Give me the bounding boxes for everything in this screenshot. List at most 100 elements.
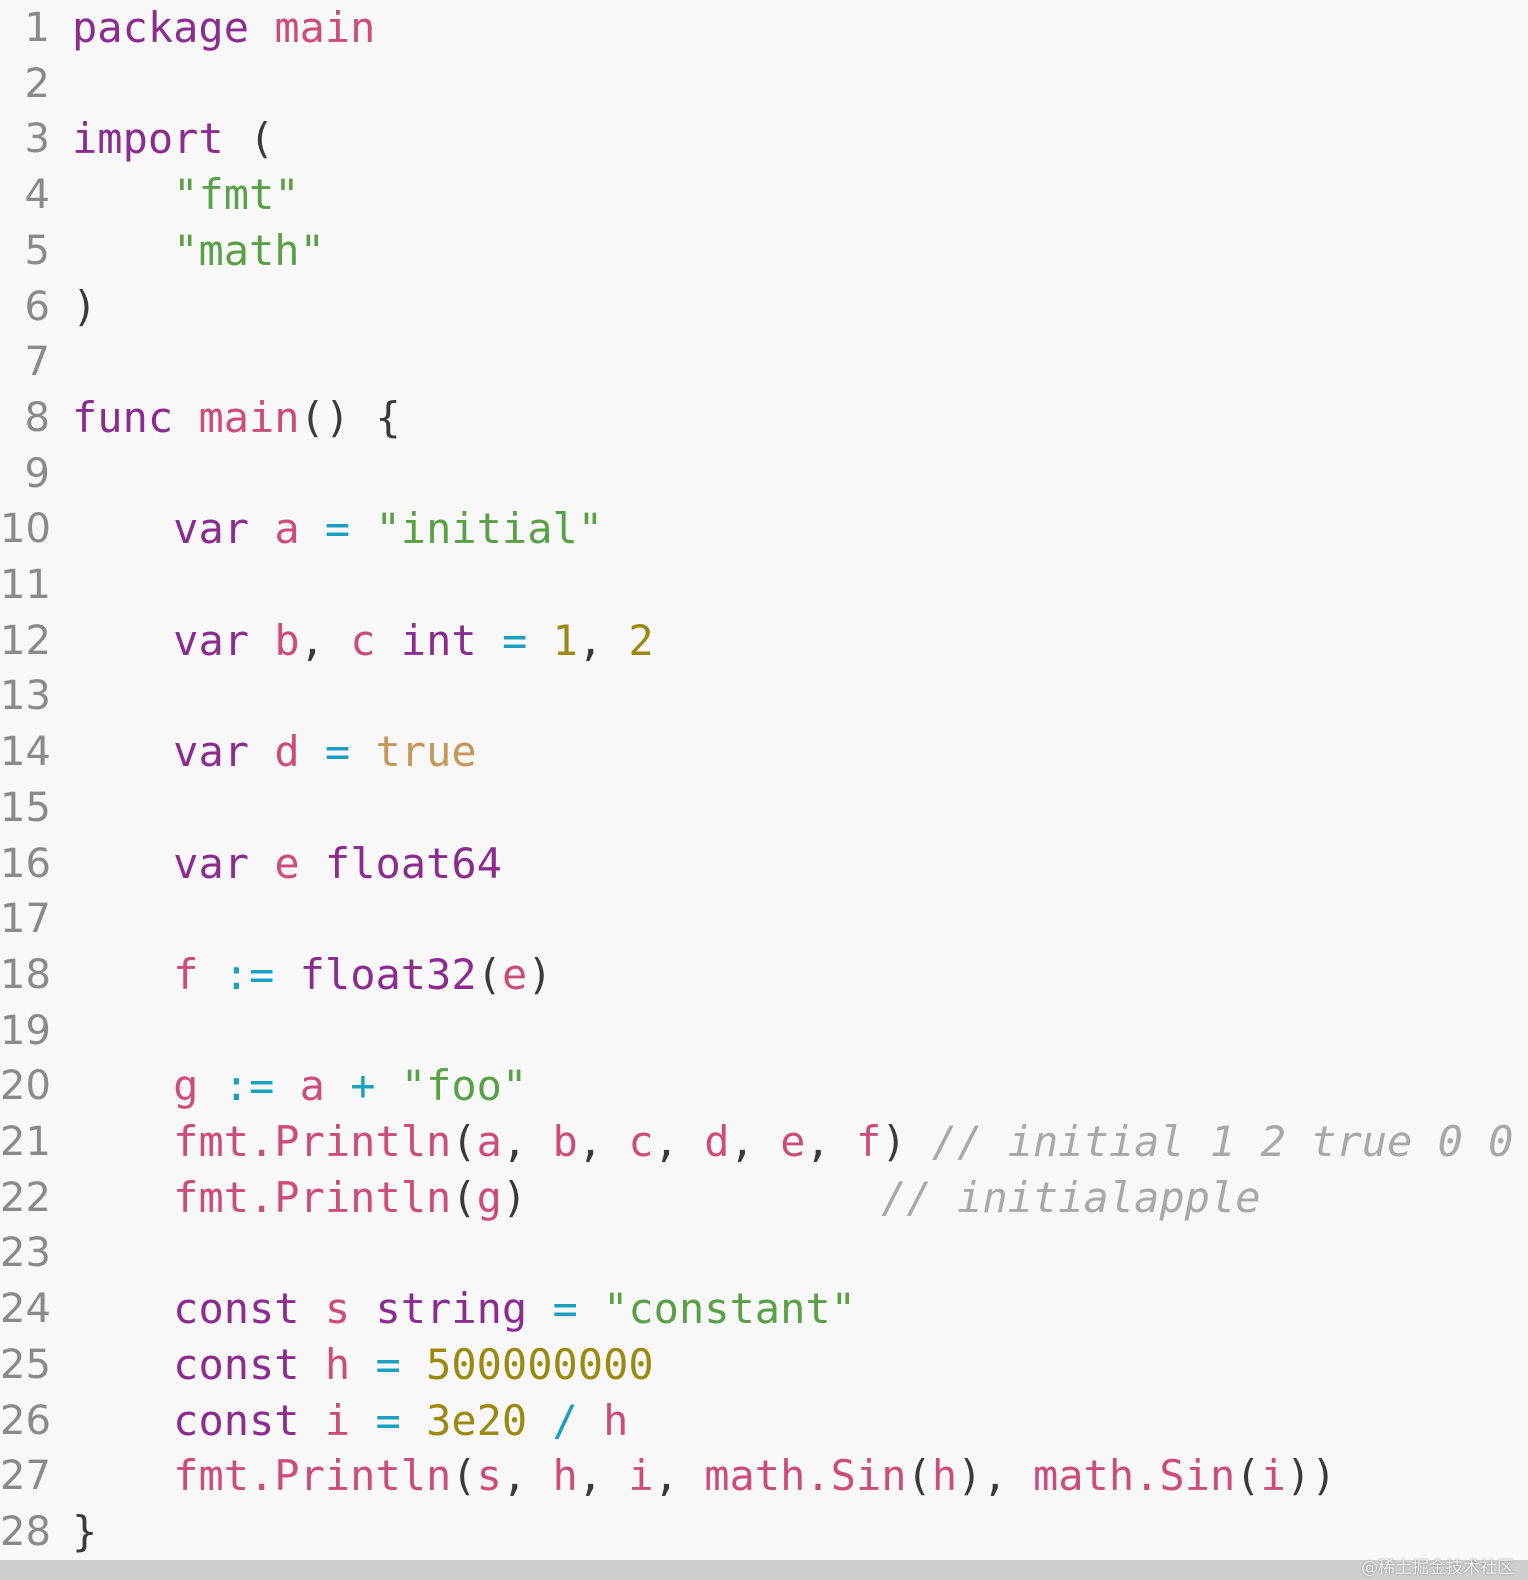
code-text[interactable]: fmt.Println(g) // initialapple [72, 1172, 1260, 1222]
code-token: g [173, 1061, 199, 1111]
code-line[interactable]: 9 [0, 446, 1528, 502]
code-text[interactable]: "fmt" [72, 173, 299, 217]
code-token [527, 1396, 552, 1445]
code-token [72, 504, 173, 553]
line-number: 13 [0, 673, 51, 720]
code-token [72, 1340, 173, 1389]
line-number: 19 [0, 1007, 51, 1054]
code-text[interactable]: const s string = "constant" [72, 1287, 856, 1331]
code-text[interactable]: var e float64 [72, 838, 502, 888]
line-number: 9 [24, 450, 50, 497]
code-token [300, 727, 325, 776]
line-number: 17 [0, 896, 51, 943]
code-token [350, 504, 375, 553]
code-token: , [577, 615, 629, 665]
code-token [401, 1340, 426, 1389]
code-token: a [476, 1117, 502, 1166]
code-token: import [72, 114, 224, 164]
code-line[interactable]: 15 [0, 780, 1528, 836]
code-token: math.Sin [704, 1451, 907, 1501]
code-token [198, 1061, 223, 1110]
code-line[interactable]: 2 [0, 56, 1528, 112]
code-text[interactable]: "math" [72, 228, 325, 273]
code-line[interactable]: 21 fmt.Println(a, b, c, d, e, f) // init… [0, 1114, 1528, 1170]
code-token: , [299, 615, 351, 665]
line-number: 4 [24, 172, 50, 219]
code-text[interactable]: fmt.Println(a, b, c, d, e, f) // initial… [72, 1120, 1513, 1164]
code-text[interactable]: func main() { [72, 392, 401, 442]
code-line[interactable]: 4 "fmt" [0, 167, 1528, 223]
code-line[interactable]: 27 fmt.Println(s, h, i, math.Sin(h), mat… [0, 1448, 1528, 1504]
code-line[interactable]: 14 var d = true [0, 724, 1528, 780]
code-line[interactable]: 22 fmt.Println(g) // initialapple [0, 1170, 1528, 1226]
code-line[interactable]: 19 [0, 1003, 1528, 1059]
code-text[interactable]: package main [72, 6, 375, 50]
code-token: () { [299, 392, 401, 442]
code-token [173, 393, 198, 442]
code-line[interactable]: 13 [0, 668, 1528, 724]
code-token: + [350, 1061, 376, 1111]
code-token: } [72, 1506, 98, 1556]
code-token: b [274, 615, 300, 665]
code-token: math.Sin [1032, 1451, 1236, 1501]
code-line[interactable]: 6) [0, 279, 1528, 335]
code-token [249, 839, 274, 888]
code-line[interactable]: 20 g := a + "foo" [0, 1058, 1528, 1114]
code-line[interactable]: 25 const h = 500000000 [0, 1337, 1528, 1393]
code-token: g [476, 1172, 502, 1222]
code-text[interactable]: import ( [72, 117, 274, 161]
horizontal-scrollbar[interactable] [0, 1560, 1528, 1580]
code-token: := [223, 949, 275, 999]
code-token: fmt.Println [173, 1117, 452, 1166]
code-line[interactable]: 26 const i = 3e20 / h [0, 1393, 1528, 1449]
code-token: e [274, 838, 300, 888]
code-token: const [173, 1339, 300, 1389]
code-text[interactable]: const h = 500000000 [72, 1339, 654, 1389]
code-line[interactable]: 28} [0, 1504, 1528, 1560]
code-line[interactable]: 7 [0, 334, 1528, 390]
code-token [350, 1284, 375, 1333]
code-text[interactable]: var d = true [72, 730, 477, 774]
line-number: 23 [0, 1230, 51, 1277]
code-token: var [173, 615, 250, 665]
code-token: , [501, 1117, 553, 1166]
code-text[interactable]: const i = 3e20 / h [72, 1395, 628, 1445]
code-token: int [400, 615, 477, 665]
code-token: = [375, 1339, 401, 1389]
code-line[interactable]: 16 var e float64 [0, 836, 1528, 892]
code-line[interactable]: 10 var a = "initial" [0, 501, 1528, 557]
line-number: 5 [24, 227, 50, 274]
line-number: 27 [0, 1453, 51, 1500]
code-token [325, 1061, 350, 1110]
code-line[interactable]: 18 f := float32(e) [0, 947, 1528, 1003]
code-token: = [324, 727, 351, 777]
code-text[interactable]: fmt.Println(s, h, i, math.Sin(h), math.S… [72, 1454, 1336, 1498]
code-line[interactable]: 5 "math" [0, 223, 1528, 279]
code-line[interactable]: 12 var b, c int = 1, 2 [0, 613, 1528, 669]
code-text[interactable]: g := a + "foo" [72, 1064, 527, 1108]
code-line[interactable]: 11 [0, 557, 1528, 613]
code-line[interactable]: 17 [0, 891, 1528, 947]
code-token [477, 616, 502, 665]
code-token: true [375, 727, 477, 777]
code-token: i [628, 1451, 654, 1501]
code-token: string [375, 1284, 528, 1334]
code-token [578, 1284, 603, 1333]
code-text[interactable]: ) [72, 284, 97, 329]
code-text[interactable]: var a = "initial" [72, 507, 603, 551]
code-line[interactable]: 24 const s string = "constant" [0, 1281, 1528, 1337]
code-token [401, 1396, 426, 1445]
code-token: h [931, 1451, 958, 1501]
code-token: i [324, 1395, 351, 1445]
code-token: / [552, 1395, 578, 1445]
code-text[interactable]: var b, c int = 1, 2 [72, 615, 654, 665]
code-token: ( [476, 949, 502, 999]
code-text[interactable]: f := float32(e) [72, 949, 552, 999]
code-text[interactable]: } [72, 1506, 98, 1556]
code-line[interactable]: 23 [0, 1225, 1528, 1281]
code-token: main [198, 392, 300, 442]
